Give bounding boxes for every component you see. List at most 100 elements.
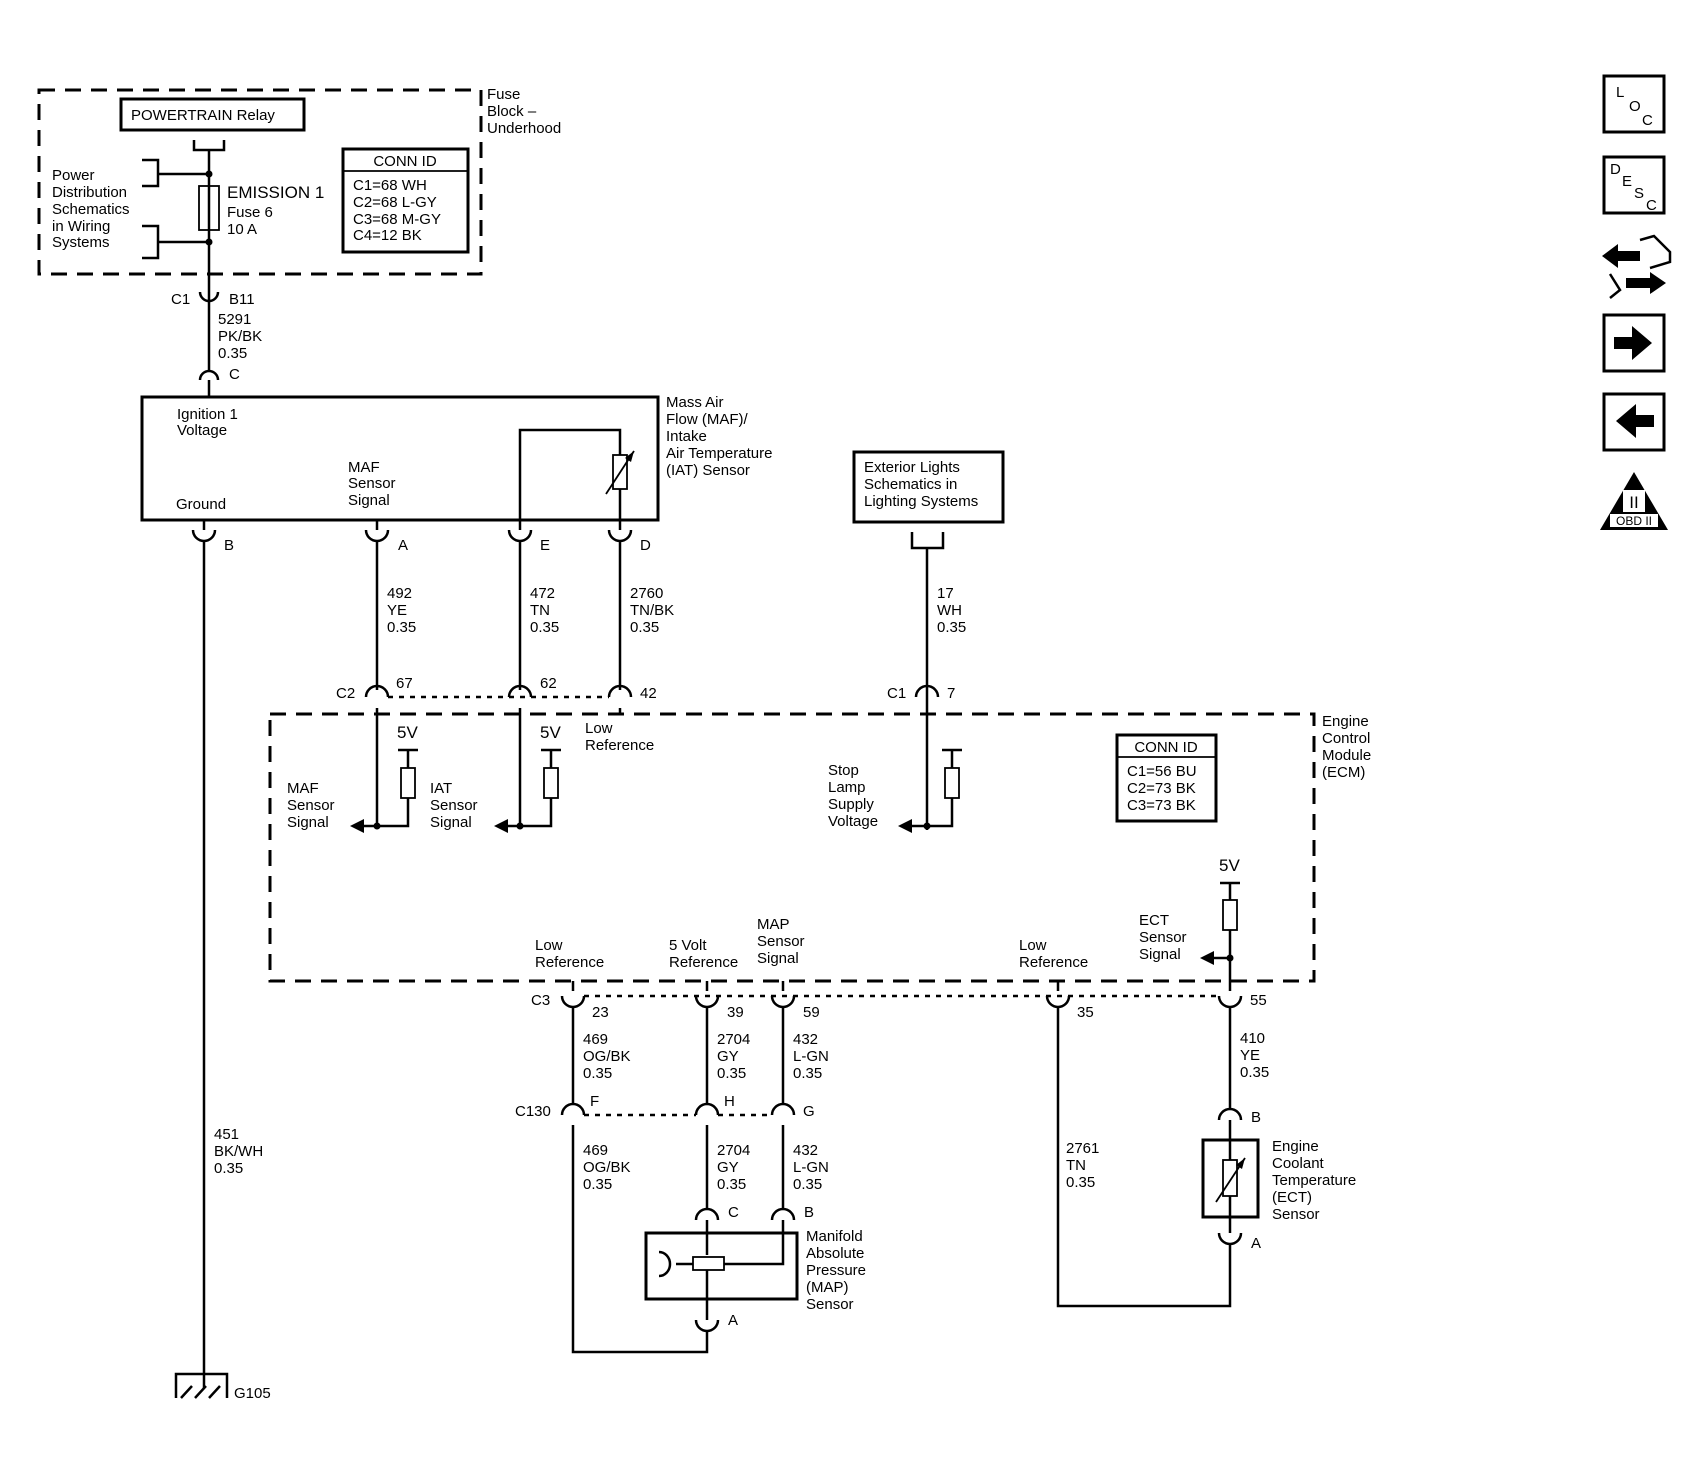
svg-text:39: 39 [727,1004,744,1021]
svg-text:Exterior Lights Schemati: Exterior Lights Schematics in Lighting S… [864,459,978,510]
arrow-right-icon [1614,326,1652,360]
wire-2760-label: 2760 TN/BK 0.35 [630,585,678,636]
svg-text:C3=68 M-GY: C3=68 M-GY [353,211,441,228]
svg-text:C1=68 WH: C1=68 WH [353,177,427,194]
connector-c1-b11: C1 B11 [171,291,255,308]
maf-iat-sensor: Ignition 1 Voltage MAF Sensor Signal Gro… [140,394,777,522]
ignition-1-voltage-label: Ignition 1 Voltage [177,406,242,439]
svg-text:5V: 5V [1219,856,1240,875]
svg-text:C2=73 BK: C2=73 BK [1127,780,1196,797]
fuse-block-underhood: POWERTRAIN Relay Fuse Block – Underhood … [37,86,561,276]
power-distribution-note: Power Distribution Schematics in Wiring … [52,167,134,251]
iat-signal-arrow-icon [494,819,508,833]
ecm-maf-signal-label: MAF Sensor Signal [287,780,339,831]
wire-410-label: 410 YE 0.35 [1240,1030,1269,1081]
connector-maf-pin-c: C [198,366,240,397]
wire-432-label-lower: 432 L-GN 0.35 [793,1142,833,1193]
svg-text:C4=12 BK: C4=12 BK [353,227,422,244]
svg-text:H: H [724,1093,735,1110]
ect-sensor-name: Engine Coolant Temperature (ECT) Sensor [1272,1138,1360,1223]
desc-button[interactable]: D E S C [1602,155,1666,215]
svg-text:7: 7 [947,685,955,702]
svg-text:OBD II: OBD II [1616,514,1652,528]
maf-sensor-signal-label: MAF Sensor Signal [348,459,400,509]
fuse-block-conn-id-table: CONN ID C1=68 WH C2=68 L-GY C3=68 M-GY C… [341,147,470,254]
maf-signal-arrow-icon [350,819,364,833]
wire-5291-label: 5291 PK/BK 0.35 [218,311,266,362]
exterior-lights-box: Exterior Lights Schematics in Lighting S… [852,450,1005,550]
fuse-block-name: Fuse Block – Underhood [487,86,561,137]
ecm-connector-c1: C1 7 [887,684,955,702]
wire-469-label-lower: 469 OG/BK 0.35 [583,1142,635,1193]
wire-2761-label: 2761 TN 0.35 [1066,1140,1104,1191]
maf-pullup-resistor-icon [400,767,416,799]
svg-text:C1: C1 [171,291,190,308]
svg-text:S: S [1634,185,1644,202]
svg-text:B: B [804,1204,814,1221]
svg-text:II: II [1629,493,1638,512]
next-arrow-button[interactable] [1602,313,1666,373]
svg-text:42: 42 [640,685,657,702]
ecm-iat-signal-label: IAT Sensor Signal [430,780,482,831]
maf-sensor-name: Mass Air Flow (MAF)/ Intake Air Temperat… [666,394,777,479]
svg-text:35: 35 [1077,1004,1094,1021]
fuse-number: Fuse 6 [227,204,273,221]
svg-text:E: E [540,537,550,554]
svg-text:C: C [229,366,240,383]
ect-pullup-resistor-icon [1222,899,1238,931]
svg-text:C: C [728,1204,739,1221]
svg-text:A: A [398,537,408,554]
wire-472-label: 472 TN 0.35 [530,585,559,636]
svg-text:62: 62 [540,675,557,692]
wire-469-label-upper: 469 OG/BK 0.35 [583,1031,635,1082]
obd-ii-icon[interactable]: II OBD II [1600,472,1668,530]
previous-arrow-button[interactable] [1602,392,1666,452]
powertrain-relay-box [119,97,306,132]
svg-text:B: B [224,537,234,554]
svg-text:D: D [640,537,651,554]
svg-text:O: O [1629,98,1641,115]
svg-text:L: L [1616,84,1624,101]
iat-pullup-resistor-icon [543,767,559,799]
svg-text:A: A [728,1312,738,1329]
arrow-left-icon [1616,404,1654,438]
ecm-5v-reference-label: 5 Volt Reference [669,937,738,971]
ecm-ect-signal-label: ECT Sensor Signal [1139,912,1191,963]
ground-label: Ground [176,496,226,513]
svg-text:G: G [803,1103,815,1120]
loc-button[interactable]: L O C [1602,74,1666,134]
wire-451-label: 451 BK/WH 0.35 [214,1126,267,1177]
wire-2761 [1056,1007,1232,1308]
wire-492-label: 492 YE 0.35 [387,585,416,636]
wire-2704-label-upper: 2704 GY 0.35 [717,1031,755,1082]
connector-c130: C130 F H G [515,1093,815,1120]
ecm-low-reference-label-35: Low Reference [1019,937,1088,971]
ecm-low-reference-label-c2: Low Reference [585,720,654,754]
map-sensor-name: Manifold Absolute Pressure (MAP) Sensor [806,1228,870,1313]
svg-text:CONN ID: CONN ID [1134,739,1198,756]
svg-text:5V: 5V [540,723,561,742]
ecm-connector-c3: C3 23 39 59 35 55 [531,992,1267,1021]
svg-text:55: 55 [1250,992,1267,1009]
svg-text:D: D [1610,161,1621,178]
fuse-name: EMISSION 1 [227,183,324,202]
wire-469-lower [571,1125,709,1354]
svg-text:C3: C3 [531,992,550,1009]
ect-sensor: B A Engine Coolant Temperature (ECT) Sen… [1201,1107,1360,1252]
ground-g105-icon: G105 [174,1372,271,1402]
wrench-swap-icon[interactable] [1602,234,1672,299]
svg-text:59: 59 [803,1004,820,1021]
stop-lamp-resistor-icon [944,767,960,799]
wire-2704-label-lower: 2704 GY 0.35 [717,1142,755,1193]
ecm-stop-lamp-label: Stop Lamp Supply Voltage [828,762,878,830]
ect-signal-arrow-icon [1200,951,1214,965]
svg-text:23: 23 [592,1004,609,1021]
svg-text:5V: 5V [397,723,418,742]
ecm-name: Engine Control Module (ECM) [1322,713,1375,781]
svg-text:F: F [590,1093,599,1110]
svg-text:67: 67 [396,675,413,692]
ecm-conn-id-table: CONN ID C1=56 BU C2=73 BK C3=73 BK [1115,733,1218,823]
maf-sensor-pins: B A E D [191,520,651,554]
svg-text:E: E [1622,173,1632,190]
